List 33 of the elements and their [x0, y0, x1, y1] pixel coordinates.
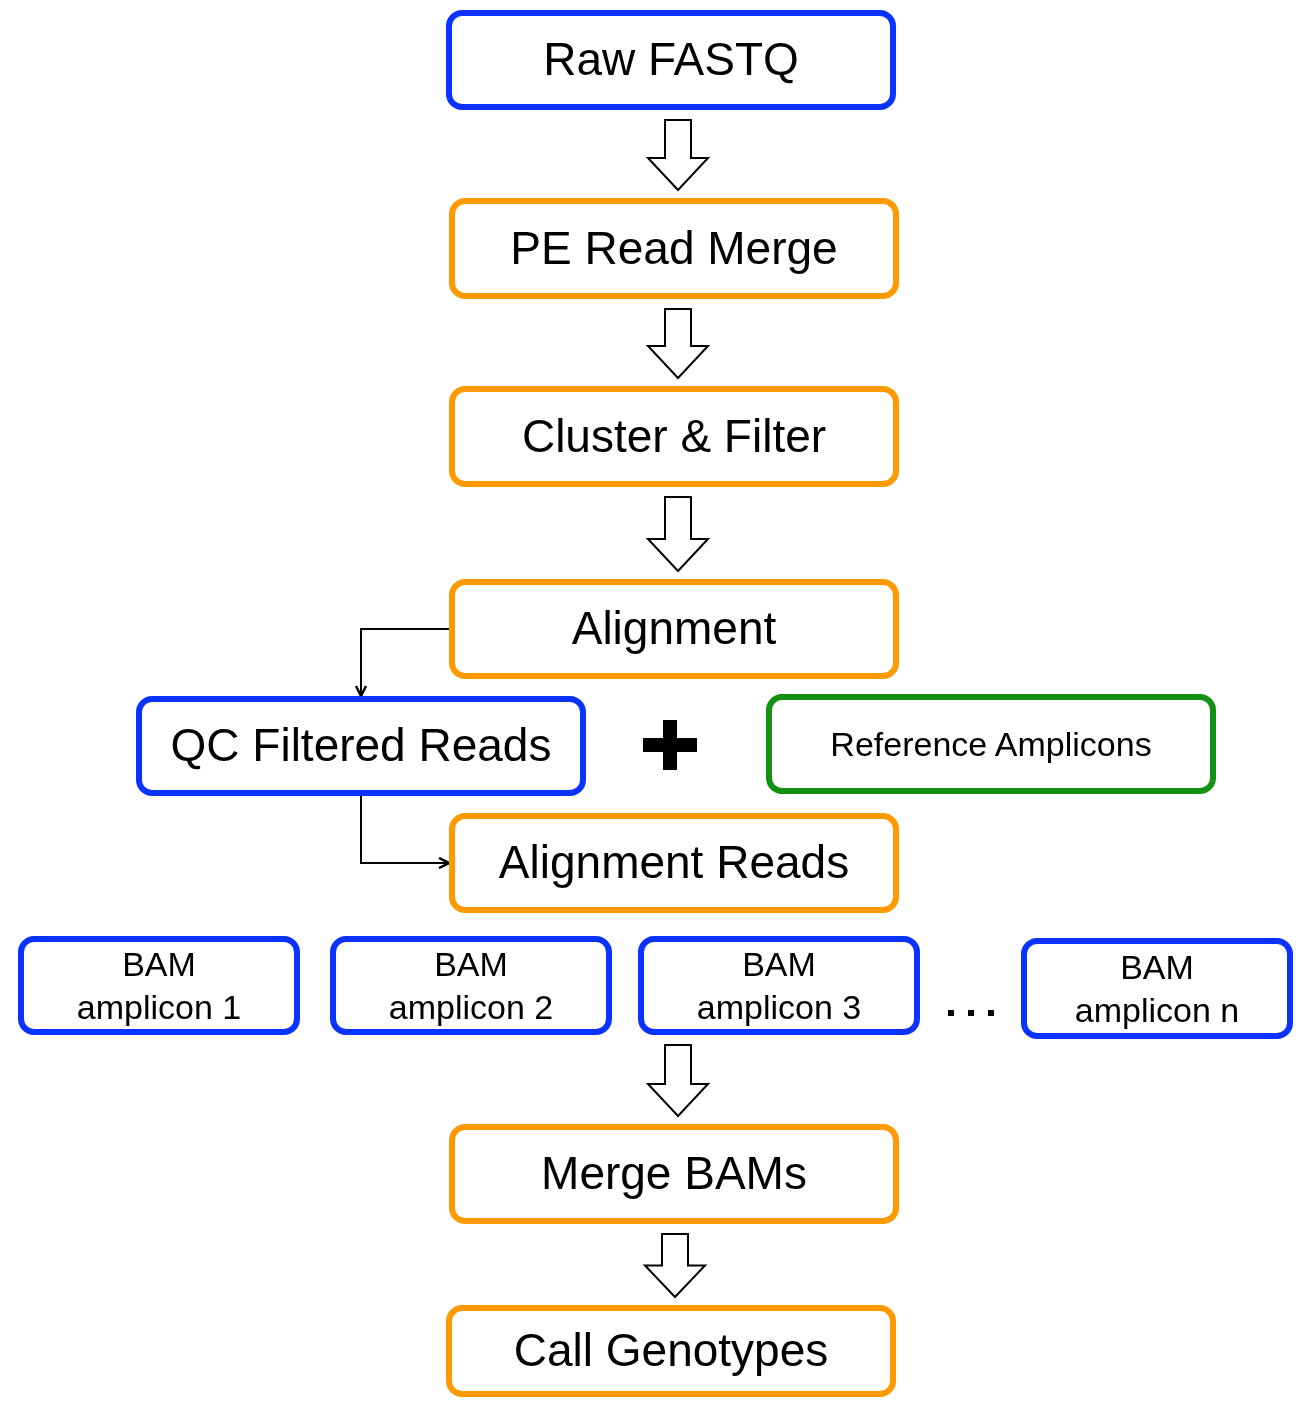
- process-box: [330, 936, 612, 1035]
- box-label: Raw FASTQ: [543, 32, 799, 88]
- hollow-arrow: [645, 1044, 711, 1118]
- process-box: [1021, 938, 1293, 1039]
- box-label: Call Genotypes: [513, 1323, 829, 1379]
- box-label: BAM amplicon 2: [387, 944, 555, 1028]
- process-box: [446, 10, 896, 110]
- box-label: BAM amplicon 3: [695, 944, 863, 1028]
- process-box: [449, 813, 899, 913]
- hollow-arrow: [645, 496, 711, 573]
- process-box: [449, 198, 899, 299]
- process-box: [449, 1124, 899, 1224]
- process-box: [638, 936, 920, 1035]
- hollow-arrow: [642, 1233, 708, 1299]
- box-label: Reference Amplicons: [830, 723, 1152, 765]
- process-box: [449, 386, 899, 487]
- box-label: Alignment: [571, 601, 777, 657]
- arrow: [360, 795, 451, 870]
- box-label: PE Read Merge: [510, 220, 838, 276]
- arrow: [354, 628, 450, 698]
- process-box: [766, 694, 1216, 794]
- process-box: [136, 696, 586, 796]
- process-box: [446, 1305, 896, 1397]
- box-label: BAM amplicon n: [1073, 947, 1241, 1031]
- hollow-arrow: [645, 119, 711, 192]
- box-label: Alignment Reads: [498, 835, 850, 891]
- hollow-arrow: [645, 308, 711, 380]
- box-label: QC Filtered Reads: [170, 718, 552, 774]
- box-label: BAM amplicon 1: [75, 944, 243, 1028]
- box-label: Merge BAMs: [541, 1146, 807, 1202]
- box-label: Cluster & Filter: [521, 408, 827, 464]
- process-box: [18, 936, 300, 1035]
- process-box: [449, 579, 899, 679]
